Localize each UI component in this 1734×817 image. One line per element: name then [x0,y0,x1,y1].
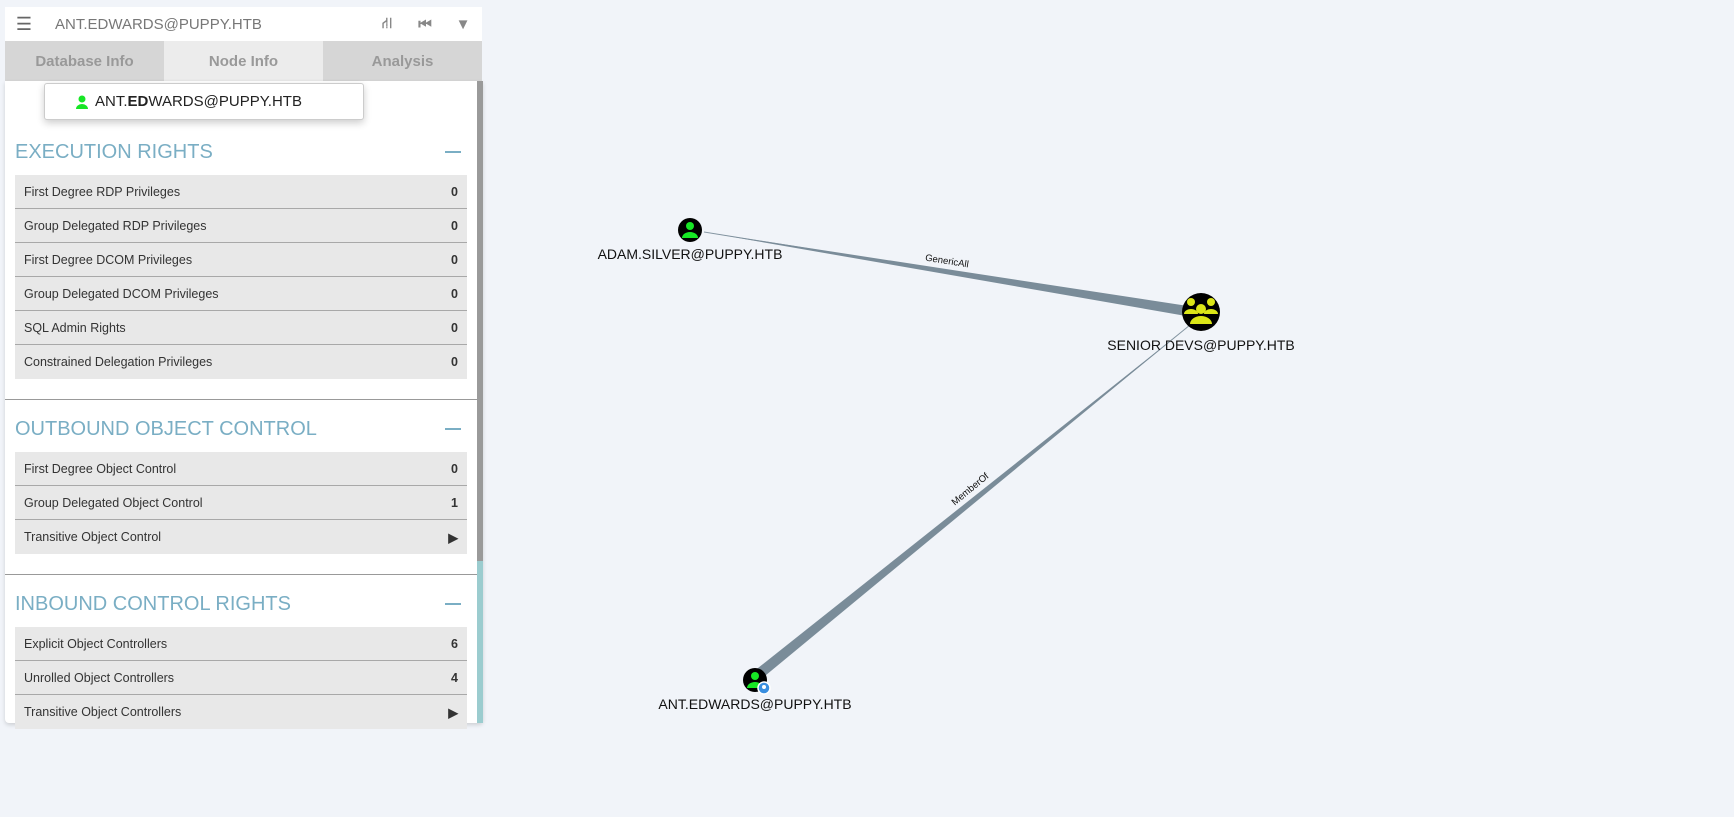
scrollbar[interactable] [477,81,483,723]
tab-node-info[interactable]: Node Info [164,41,323,81]
user-icon [76,95,88,109]
section-title: EXECUTION RIGHTS [15,140,213,163]
node-info-panel: EXECUTION RIGHTS First Degree RDP Privile… [5,81,483,729]
section-outbound-object-control: OUTBOUND OBJECT CONTROL First Degree Obje… [5,400,483,575]
row-label: First Degree DCOM Privileges [24,252,193,267]
edge-memberof[interactable] [753,325,1190,680]
menu-icon[interactable]: ☰ [15,13,33,34]
collapse-icon[interactable] [445,151,461,153]
user-icon [686,222,694,230]
list-item[interactable]: Group Delegated DCOM Privileges 0 [15,277,467,311]
row-value: 0 [451,320,458,335]
section-execution-rights: EXECUTION RIGHTS First Degree RDP Privile… [5,123,483,400]
row-label: Explicit Object Controllers [24,636,168,651]
node-label: ADAM.SILVER@PUPPY.HTB [597,246,783,262]
back-icon[interactable]: ⏮ [418,15,432,33]
row-label: Group Delegated DCOM Privileges [24,286,219,301]
row-label: Transitive Object Controllers [24,705,182,719]
row-value: ▶ [448,530,458,545]
row-value: 6 [451,636,458,651]
list-item[interactable]: Group Delegated Object Control 1 [15,486,467,520]
tab-bar: Database Info Node Info Analysis [5,41,482,81]
search-input[interactable] [55,15,368,33]
row-label: Transitive Object Control [24,530,162,544]
user-icon [751,672,759,680]
list-item[interactable]: Transitive Object Control ▶ [15,520,467,554]
section-title: INBOUND CONTROL RIGHTS [15,592,291,615]
section-header[interactable]: EXECUTION RIGHTS [15,123,467,175]
row-value: 0 [451,286,458,301]
section-title: OUTBOUND OBJECT CONTROL [15,417,317,440]
node-ant-edwards[interactable] [743,668,771,695]
row-value: 0 [451,218,458,233]
list-item[interactable]: Transitive Object Controllers ▶ [15,695,467,729]
filter-icon[interactable]: ▼ [455,15,471,33]
collapse-icon[interactable] [445,428,461,430]
section-header[interactable]: INBOUND CONTROL RIGHTS [15,575,467,627]
section-header[interactable]: OUTBOUND OBJECT CONTROL [15,400,467,452]
tab-database-info[interactable]: Database Info [35,52,134,70]
node-label: ANT.EDWARDS@PUPPY.HTB [658,696,852,712]
row-label: Group Delegated Object Control [24,495,203,510]
row-value: 0 [451,355,458,369]
row-label: First Degree RDP Privileges [24,184,181,199]
node-senior-devs[interactable] [1182,293,1220,331]
row-label: Group Delegated RDP Privileges [24,218,207,233]
row-label: First Degree Object Control [24,461,177,476]
tab-analysis[interactable]: Analysis [371,52,434,70]
row-value: ▶ [448,705,458,720]
collapse-icon[interactable] [445,603,461,605]
list-item[interactable]: SQL Admin Rights 0 [15,311,467,345]
section-inbound-control-rights: INBOUND CONTROL RIGHTS Explicit Object Co… [5,575,483,729]
row-value: 4 [451,670,458,685]
node-adam-silver[interactable] [678,218,702,242]
pathfinding-icon[interactable]: ⛙ [381,14,393,32]
row-value: 0 [451,252,458,267]
suggestion-text-match: ED [127,93,149,110]
list-item[interactable]: Group Delegated RDP Privileges 0 [15,209,467,243]
search-bar: ☰ ⛙ ⏮ ▼ [5,7,482,41]
suggestion-text-pre: ANT. [95,93,128,110]
list-item[interactable]: First Degree Object Control 0 [15,452,467,486]
row-value: 1 [451,495,458,510]
edge-genericall[interactable] [704,232,1188,316]
suggestion-text-post: WARDS@PUPPY.HTB [148,93,302,110]
row-label: Unrolled Object Controllers [24,670,175,685]
row-label: SQL Admin Rights [24,320,126,335]
divider [5,574,483,575]
list-item[interactable]: Constrained Delegation Privileges 0 [15,345,467,379]
list-item[interactable]: Explicit Object Controllers 6 [15,627,467,661]
list-item[interactable]: First Degree RDP Privileges 0 [15,175,467,209]
divider [5,399,483,400]
row-label: Constrained Delegation Privileges [24,355,213,369]
list-item[interactable]: Unrolled Object Controllers 4 [15,661,467,695]
group-icon [1184,298,1218,324]
node-label: SENIOR DEVS@PUPPY.HTB [1107,337,1295,353]
row-value: 0 [451,461,458,476]
list-item[interactable]: First Degree DCOM Privileges 0 [15,243,467,277]
row-value: 0 [451,184,458,199]
